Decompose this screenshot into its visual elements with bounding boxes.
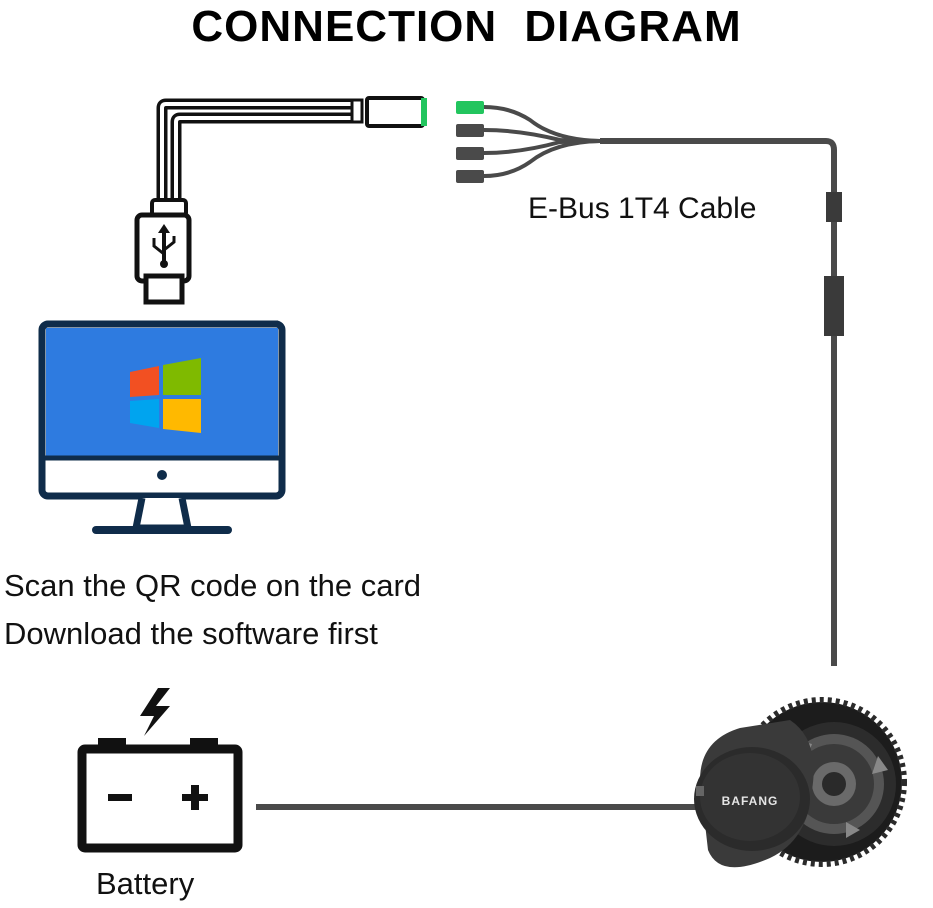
e-bus-1t4-cable: [456, 101, 844, 666]
usb-cable: [156, 98, 364, 205]
motor-brand: BAFANG: [722, 794, 779, 808]
battery-icon: [77, 738, 243, 853]
instruction-line-2: Download the software first: [4, 616, 378, 651]
usb-plug-icon: [134, 198, 192, 305]
battery-label: Battery: [96, 866, 195, 901]
instruction-line-1: Scan the QR code on the card: [4, 568, 422, 603]
monitor-icon: [38, 320, 286, 534]
windows-logo-icon: [130, 358, 201, 433]
page-title: CONNECTION DIAGRAM: [191, 2, 742, 51]
cable-connector: [365, 96, 427, 128]
cable-label: E-Bus 1T4 Cable: [528, 192, 757, 225]
lightning-icon: [140, 688, 170, 736]
motor-icon: BAFANG: [694, 697, 907, 868]
